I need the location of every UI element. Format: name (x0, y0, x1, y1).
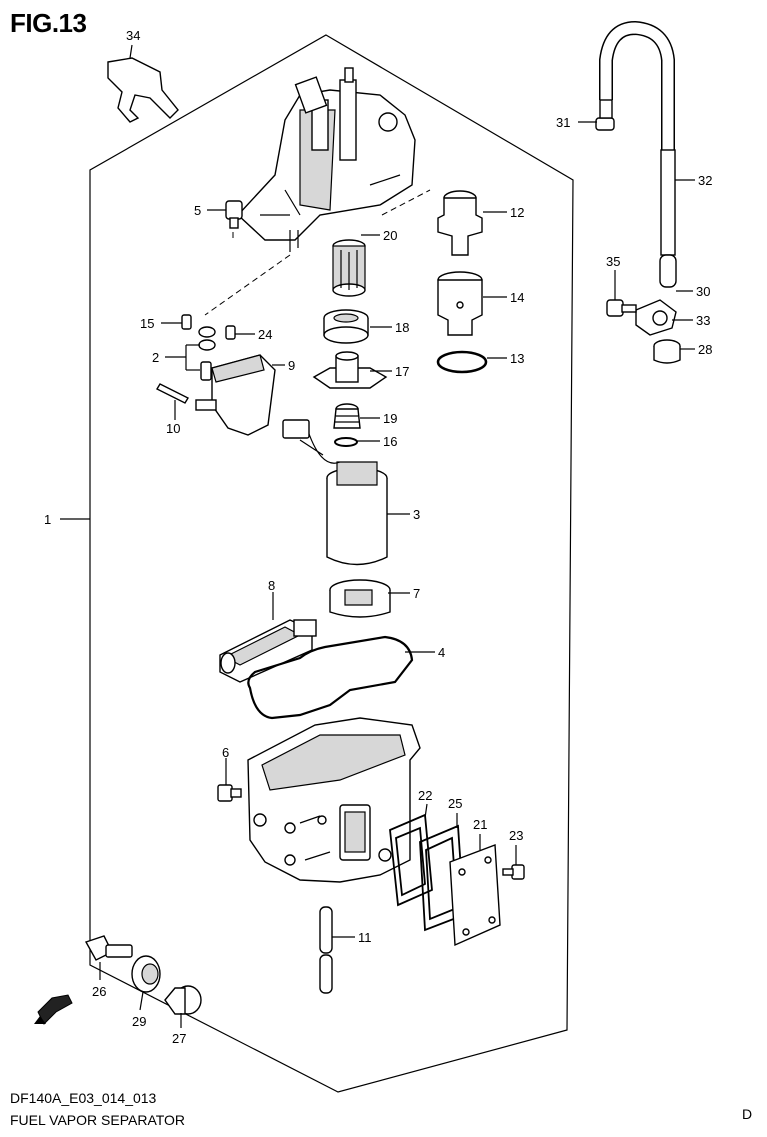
assembly-outline (89, 34, 574, 1093)
part-6-bolt (217, 784, 242, 802)
callout-26: 26 (92, 984, 106, 999)
part-16-o-ring (334, 437, 358, 447)
callout-24: 24 (258, 327, 272, 342)
callout-34: 34 (126, 28, 140, 43)
callout-8: 8 (268, 578, 275, 593)
part-15-screw (181, 314, 192, 330)
part-34-clamp (107, 44, 179, 123)
callout-28: 28 (698, 342, 712, 357)
callout-27: 27 (172, 1031, 186, 1046)
part-8-screen (219, 619, 317, 683)
part-2-grommet (198, 326, 216, 381)
figure-code: DF140A_E03_014_013 (10, 1090, 157, 1106)
part-12-valve (437, 190, 483, 256)
callout-21: 21 (473, 817, 487, 832)
part-7-bracket (329, 579, 391, 618)
callout-29: 29 (132, 1014, 146, 1029)
callout-5: 5 (194, 203, 201, 218)
callout-6: 6 (222, 745, 229, 760)
part-10-pin (156, 383, 217, 411)
part-32-hose (599, 20, 676, 256)
callout-10: 10 (166, 421, 180, 436)
separator-case (247, 717, 421, 883)
figure-name: FUEL VAPOR SEPARATOR (10, 1112, 186, 1128)
callout-35: 35 (606, 254, 620, 269)
part-26-bolt (84, 935, 133, 961)
part-13-o-ring (436, 350, 488, 374)
forward-arrow-icon (34, 994, 73, 1025)
callout-1: 1 (44, 512, 51, 527)
part-3-fuel-pump (282, 419, 388, 566)
callout-19: 19 (383, 411, 397, 426)
part-33-clamp (635, 299, 677, 336)
callout-16: 16 (383, 434, 397, 449)
leader-lines (60, 121, 695, 1028)
callout-14: 14 (510, 290, 524, 305)
callout-17: 17 (395, 364, 409, 379)
callout-30: 30 (696, 284, 710, 299)
part-17-holder (312, 351, 388, 389)
part-19-cap (333, 403, 361, 429)
part-30-fitting (659, 254, 677, 288)
part-24-screw (225, 325, 236, 340)
callout-2: 2 (152, 350, 159, 365)
part-21-cover (449, 844, 501, 947)
part-18-retainer (323, 309, 369, 344)
callout-9: 9 (288, 358, 295, 373)
callout-13: 13 (510, 351, 524, 366)
part-5-screw (225, 200, 243, 229)
callout-31: 31 (556, 115, 570, 130)
callout-12: 12 (510, 205, 524, 220)
separator-cover (237, 67, 416, 252)
part-14-housing (437, 271, 483, 336)
callout-18: 18 (395, 320, 409, 335)
figure-title: FIG.13 (10, 8, 87, 38)
callout-32: 32 (698, 173, 712, 188)
part-29-collar (131, 955, 161, 993)
callout-3: 3 (413, 507, 420, 522)
callout-4: 4 (438, 645, 445, 660)
part-20-filter (332, 239, 366, 297)
callout-labels: 1 2 3 4 5 6 7 8 9 10 11 12 13 14 15 16 1… (44, 28, 712, 1046)
callout-15: 15 (140, 316, 154, 331)
part-35-bolt (606, 299, 637, 317)
sheet-letter: D (742, 1106, 753, 1122)
callout-25: 25 (448, 796, 462, 811)
part-9-cover (211, 354, 276, 436)
part-28-grommet (653, 339, 681, 364)
callout-33: 33 (696, 313, 710, 328)
part-31-clip (595, 99, 615, 131)
callout-23: 23 (509, 828, 523, 843)
callout-7: 7 (413, 586, 420, 601)
callout-20: 20 (383, 228, 397, 243)
part-23-screw (502, 864, 525, 880)
callout-11: 11 (358, 930, 372, 945)
part-22-gasket (389, 813, 433, 907)
part-27-bushing (164, 985, 202, 1015)
part-11-pin (319, 906, 333, 994)
callout-22: 22 (418, 788, 432, 803)
part-4-gasket (247, 635, 414, 720)
